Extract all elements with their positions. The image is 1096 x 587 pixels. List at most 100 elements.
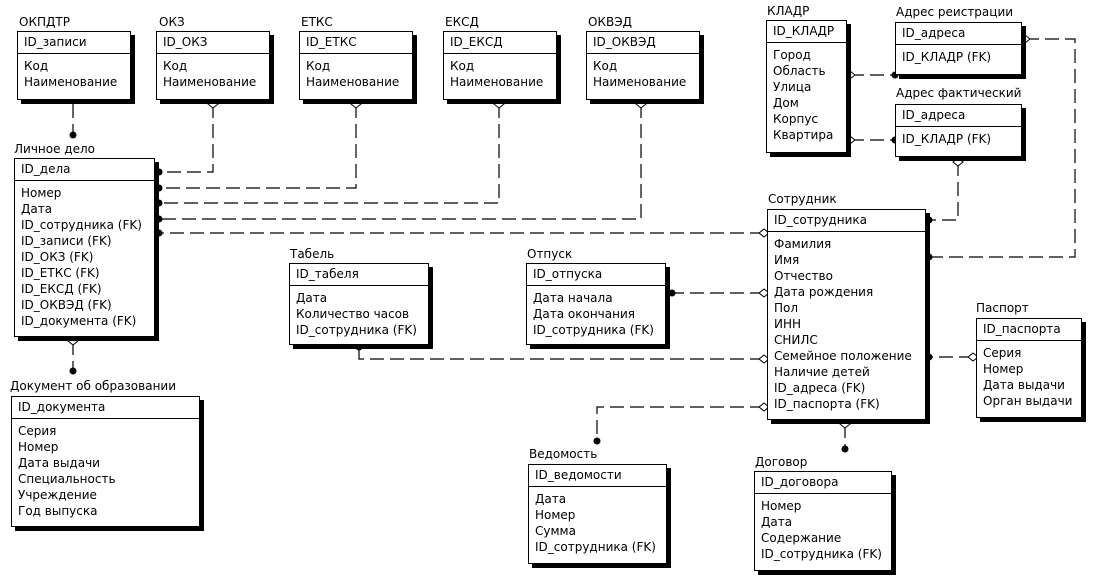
- entity-attr: Наименование: [306, 75, 400, 89]
- entity-attr: Пол: [774, 301, 799, 315]
- entity-addr-fact[interactable]: ID_адреса ID_КЛАДР (FK): [895, 104, 1022, 157]
- entity-attr: ID_ЕКСД (FK): [21, 282, 102, 296]
- entity-attr: Улица: [773, 80, 812, 94]
- entity-attr: Серия: [18, 424, 57, 438]
- entity-tabel[interactable]: ID_табеля Дата Количество часов ID_сотру…: [289, 263, 429, 345]
- entity-attr: ИНН: [774, 317, 802, 331]
- entity-dokument[interactable]: ID_документа Серия Номер Дата выдачи Спе…: [11, 396, 200, 527]
- entity-otpusk[interactable]: ID_отпуска Дата начала Дата окончания ID…: [526, 263, 666, 345]
- entity-attr: Сумма: [535, 524, 576, 538]
- entity-title-etks: ЕТКС: [301, 15, 333, 29]
- entity-attr: Код: [450, 59, 475, 73]
- entity-eksd[interactable]: ID_ЕКСД Код Наименование: [443, 31, 557, 100]
- entity-pk: ID_адреса: [896, 23, 1021, 45]
- entity-attr: Дата рождения: [774, 285, 874, 299]
- entity-attr: Отчество: [774, 269, 833, 283]
- entity-title-otpusk: Отпуск: [527, 247, 573, 261]
- entity-attr: Наличие детей: [774, 365, 870, 379]
- entity-okz[interactable]: ID_ОКЗ Код Наименование: [156, 31, 270, 100]
- entity-addr-reg[interactable]: ID_адреса ID_КЛАДР (FK): [895, 22, 1022, 75]
- entity-title-okz: ОКЗ: [159, 15, 185, 29]
- entity-title-sotrudnik: Сотрудник: [768, 192, 837, 206]
- rel-addrreg-sotrudnik: [925, 34, 1076, 261]
- entity-attr: Номер: [535, 508, 576, 522]
- entity-attr: ID_КЛАДР (FK): [902, 50, 992, 64]
- entity-attr: ID_сотрудника (FK): [296, 323, 417, 337]
- entity-attr: Имя: [774, 253, 800, 267]
- rel-etks-lichnoe: [155, 99, 362, 192]
- entity-pk: ID_табеля: [290, 264, 428, 286]
- entity-title-okved: ОКВЭД: [588, 15, 632, 29]
- entity-okved[interactable]: ID_ОКВЭД Код Наименование: [586, 31, 700, 100]
- entity-attr: Наименование: [593, 75, 687, 89]
- entity-title-dokument: Документ об образовании: [10, 379, 177, 393]
- entity-attr: Дата начала: [533, 291, 613, 305]
- entity-attr: ID_КЛАДР (FK): [902, 132, 992, 146]
- entity-title-tabel: Табель: [290, 247, 335, 261]
- entity-attr: Квартира: [773, 128, 834, 142]
- entity-pk: ID_дела: [15, 159, 154, 181]
- entity-attr: Дом: [773, 96, 799, 110]
- entity-attr: Наименование: [24, 75, 118, 89]
- entity-title-vedomost: Ведомость: [529, 447, 598, 461]
- entity-title-okpdtr: ОКПДТР: [19, 15, 70, 29]
- entity-attr: ID_паспорта (FK): [774, 397, 880, 411]
- entity-attr: ID_сотрудника (FK): [533, 323, 654, 337]
- entity-attr: Специальность: [18, 472, 116, 486]
- entity-attr: Фамилия: [774, 237, 832, 251]
- entity-title-lichnoe-delo: Личное дело: [14, 142, 95, 156]
- entity-title-addr-fact: Адрес фактический: [896, 86, 1022, 100]
- entity-attr: Дата: [761, 515, 793, 529]
- entity-attr: Содержание: [761, 531, 842, 545]
- entity-attr: Код: [306, 59, 331, 73]
- entity-pk: ID_записи: [18, 32, 130, 54]
- entity-title-pasport: Паспорт: [976, 301, 1029, 315]
- entity-attr: Дата окончания: [533, 307, 635, 321]
- entity-lichnoe-delo[interactable]: ID_дела Номер Дата ID_сотрудника (FK) ID…: [14, 158, 155, 337]
- entity-attr: ID_сотрудника (FK): [535, 540, 656, 554]
- entity-pk: ID_сотрудника: [768, 210, 925, 232]
- entity-pk: ID_ЕКСД: [444, 32, 556, 54]
- entity-vedomost[interactable]: ID_ведомости Дата Номер Сумма ID_сотрудн…: [528, 464, 667, 564]
- entity-title-dogovor: Договор: [755, 455, 808, 469]
- entity-pk: ID_договора: [755, 472, 891, 494]
- entity-attr: Дата выдачи: [983, 378, 1065, 392]
- entity-okpdtr[interactable]: ID_записи Код Наименование: [17, 31, 131, 100]
- entity-pk: ID_адреса: [896, 105, 1021, 127]
- entity-attr: Номер: [18, 440, 59, 454]
- entity-etks[interactable]: ID_ЕТКС Код Наименование: [299, 31, 413, 100]
- entity-pasport[interactable]: ID_паспорта Серия Номер Дата выдачи Орга…: [976, 318, 1082, 418]
- entity-attr: СНИЛС: [774, 333, 818, 347]
- entity-attr: Номер: [761, 499, 802, 513]
- entity-dogovor[interactable]: ID_договора Номер Дата Содержание ID_сот…: [754, 471, 892, 571]
- entity-attr: Серия: [983, 346, 1022, 360]
- entity-attr: ID_документа (FK): [21, 314, 137, 328]
- entity-attr: Количество часов: [296, 307, 410, 321]
- entity-pk: ID_ОКВЭД: [587, 32, 699, 54]
- entity-attr: Наименование: [450, 75, 544, 89]
- entity-attr: Город: [773, 48, 811, 62]
- entity-pk: ID_документа: [12, 397, 199, 419]
- rel-sotrudnik-tabel: [355, 343, 770, 364]
- entity-attr: ID_ОКВЭД (FK): [21, 298, 112, 312]
- entity-title-kladr: КЛАДР: [767, 4, 810, 18]
- entity-attr: Дата: [535, 492, 567, 506]
- entity-kladr[interactable]: ID_КЛАДР Город Область Улица Дом Корпус …: [766, 20, 847, 153]
- entity-pk: ID_паспорта: [977, 319, 1081, 341]
- entity-attr: Дата: [21, 202, 53, 216]
- entity-attr: Код: [593, 59, 618, 73]
- entity-pk: ID_ведомости: [529, 465, 666, 487]
- entity-attr: Номер: [983, 362, 1024, 376]
- entity-attr: ID_ОКЗ (FK): [21, 250, 94, 264]
- entity-attr: Орган выдачи: [983, 394, 1073, 408]
- entity-attr: Дата выдачи: [18, 456, 100, 470]
- rel-sotrudnik-vedomost: [593, 402, 770, 445]
- entity-attr: ID_сотрудника (FK): [21, 218, 142, 232]
- entity-title-addr-reg: Адрес реистрации: [896, 5, 1014, 19]
- entity-pk: ID_КЛАДР: [767, 21, 846, 43]
- entity-sotrudnik[interactable]: ID_сотрудника Фамилия Имя Отчество Дата …: [767, 209, 926, 420]
- entity-pk: ID_ОКЗ: [157, 32, 269, 54]
- entity-attr: Наименование: [163, 75, 257, 89]
- entity-attr: Код: [24, 59, 49, 73]
- entity-attr: ID_сотрудника (FK): [761, 547, 882, 561]
